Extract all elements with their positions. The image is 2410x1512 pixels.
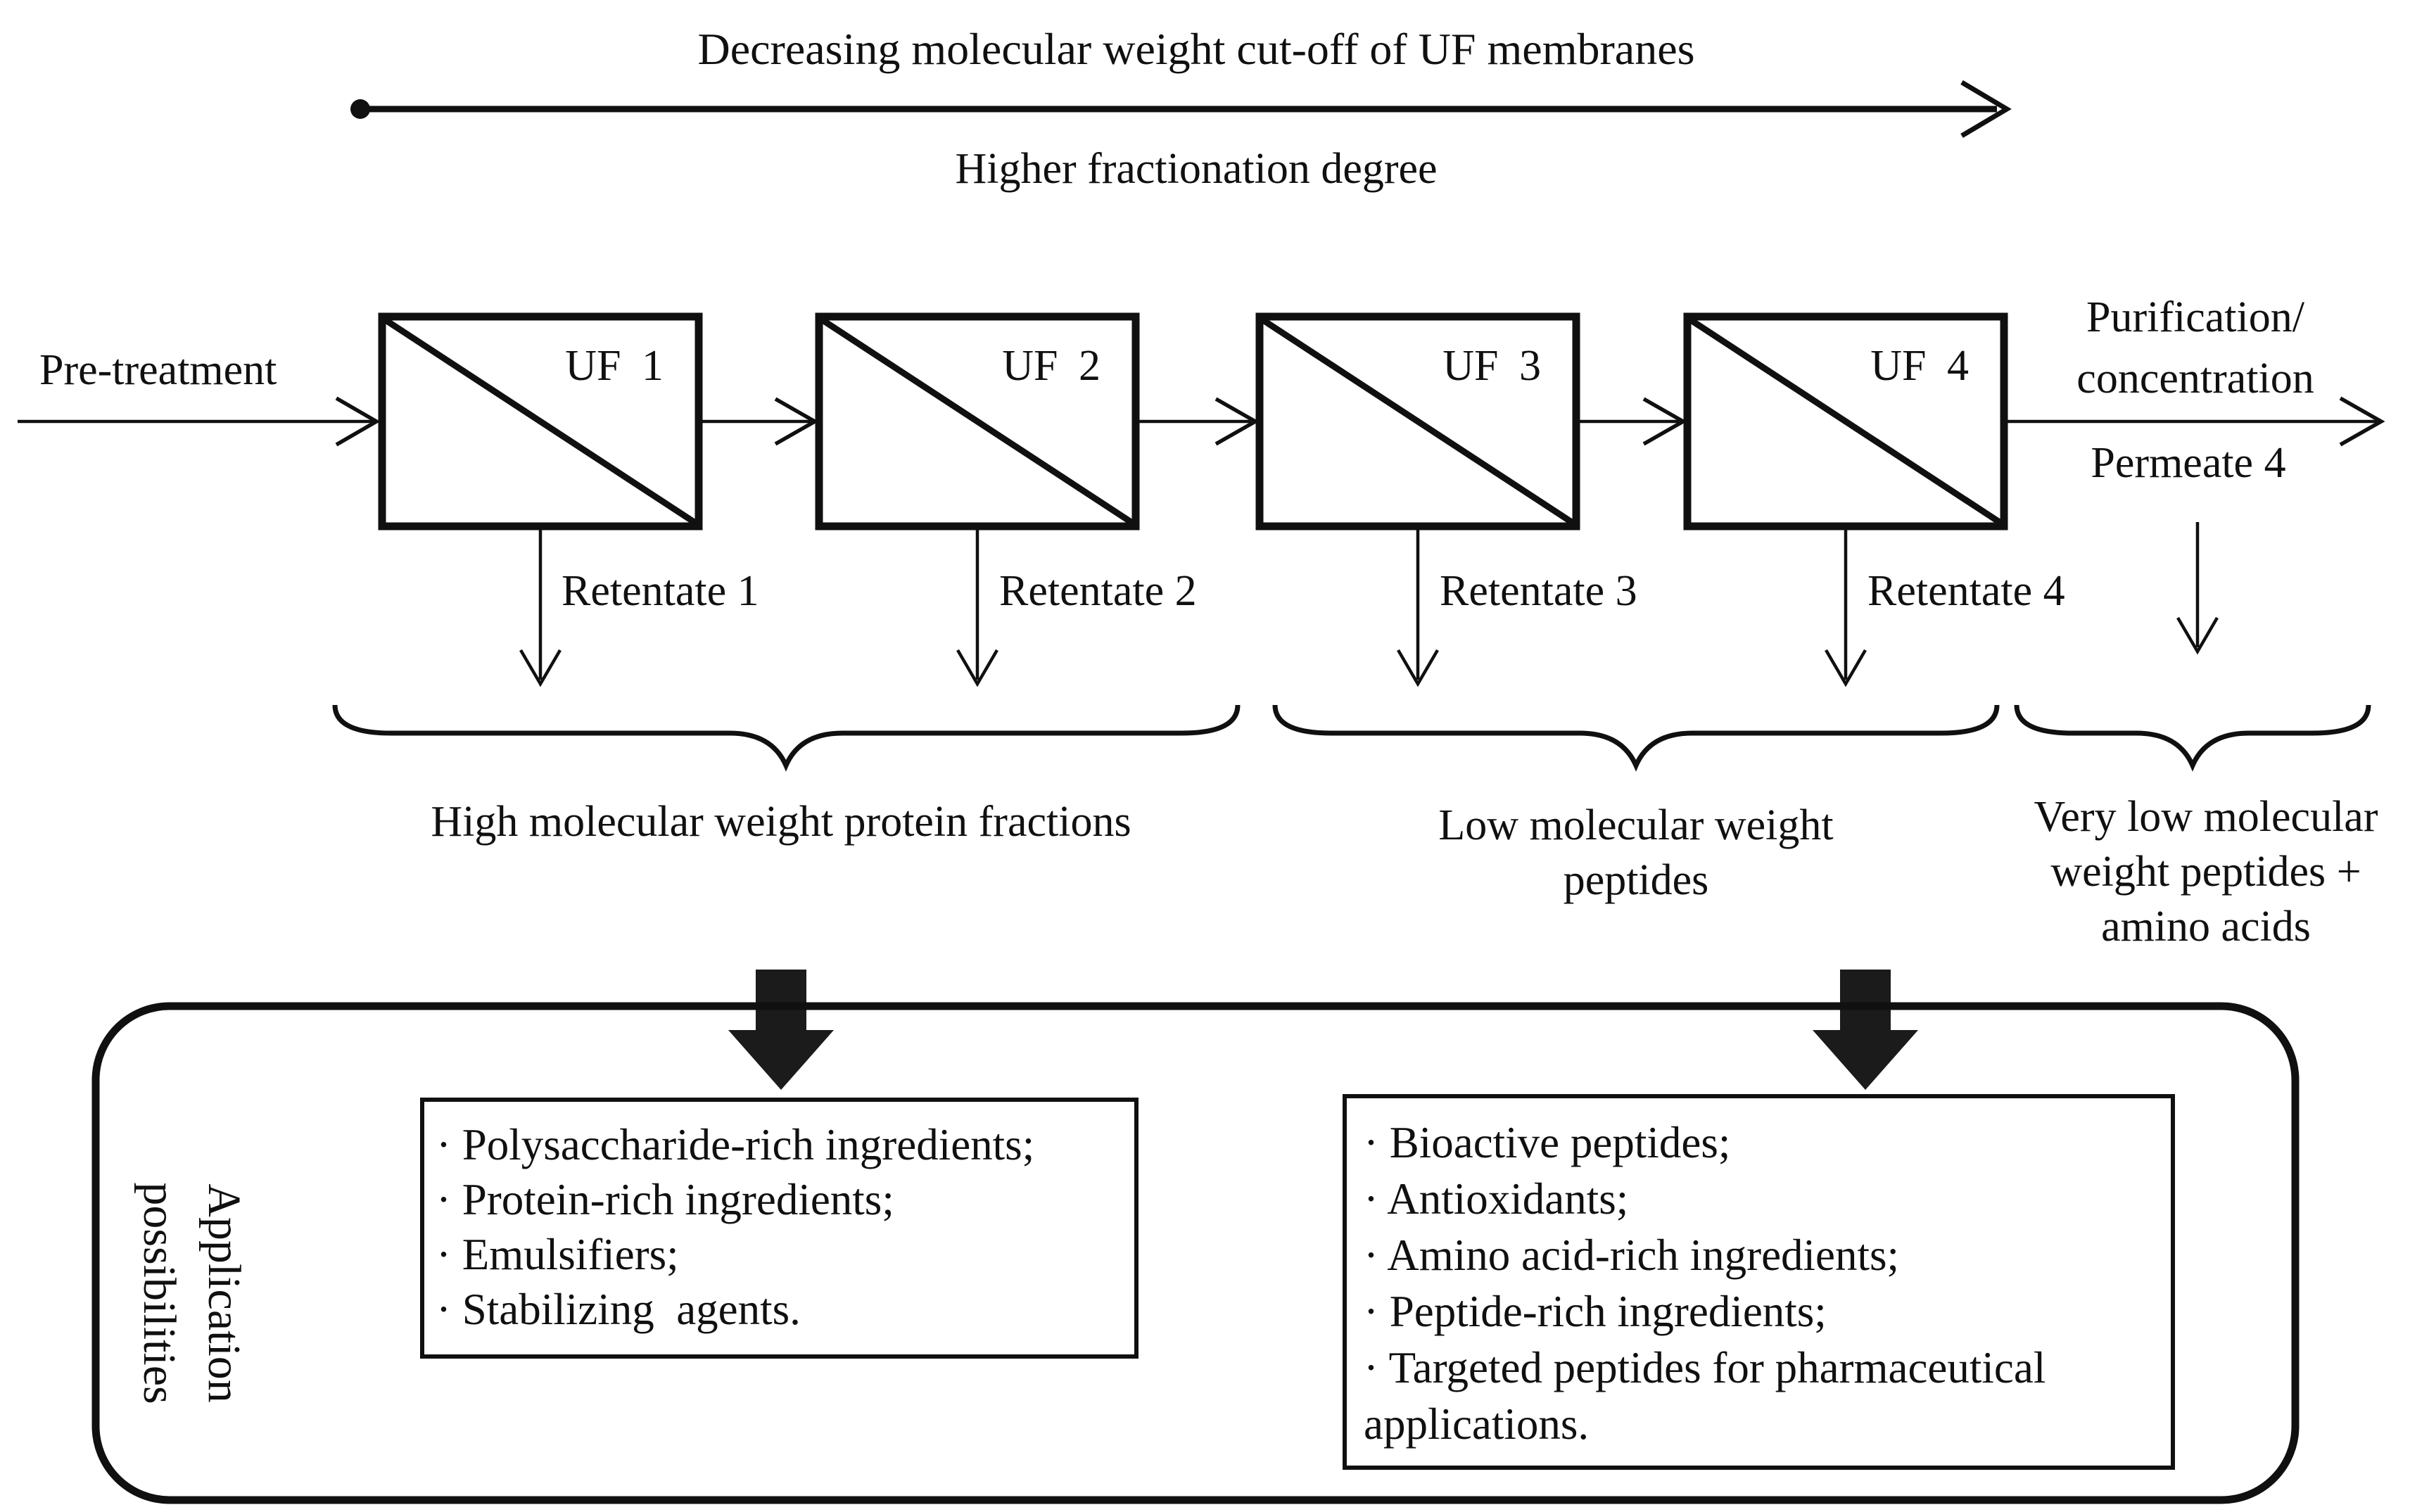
permeate3-arrow bbox=[1576, 397, 1687, 446]
group-braces bbox=[332, 704, 2371, 772]
list-item: · Protein-rich ingredients; bbox=[436, 1175, 894, 1224]
retentate4-arrow bbox=[1825, 529, 1867, 687]
membrane-diagonal bbox=[383, 317, 697, 526]
list-item: · Targeted peptides for pharmaceutical bbox=[1364, 1343, 2046, 1392]
group-label-high-mw: High molecular weight protein fractions bbox=[431, 798, 1131, 846]
application-list-2: · Bioactive peptides; · Antioxidants; · … bbox=[1364, 1114, 2046, 1452]
permeate4-down-arrow bbox=[2176, 522, 2219, 655]
retentate2-arrow bbox=[956, 529, 998, 687]
group-label-very-low-mw: Very low molecular weight peptides + ami… bbox=[2034, 793, 2378, 951]
retentate4-label: Retentate 4 bbox=[1867, 567, 2065, 615]
stream-arrows bbox=[18, 396, 2385, 447]
list-item: · Peptide-rich ingredients; bbox=[1364, 1287, 1827, 1336]
application-box1 bbox=[420, 1098, 1139, 1359]
retentate1-label: Retentate 1 bbox=[562, 567, 759, 615]
application-possibilities-label: Application possibilities bbox=[134, 1182, 250, 1404]
application-list-1: · Polysaccharide-rich ingredients; · Pro… bbox=[436, 1117, 1034, 1337]
retentate2-label: Retentate 2 bbox=[999, 567, 1197, 615]
mwco-axis-arrow bbox=[350, 80, 2012, 139]
application-box2 bbox=[1343, 1094, 2175, 1470]
list-item-continuation: applications. bbox=[1364, 1399, 1590, 1449]
purification-label: Purification/ concentration bbox=[2076, 293, 2314, 402]
uf3-label: UF 3 bbox=[1442, 342, 1541, 390]
retentate3-arrow bbox=[1397, 529, 1439, 687]
application-arrows bbox=[728, 970, 1918, 1090]
application-container bbox=[91, 1002, 2300, 1504]
brace-high-mw bbox=[332, 704, 1241, 772]
block-arrow-right bbox=[1813, 970, 1918, 1090]
axis-subtitle: Higher fractionation degree bbox=[955, 145, 1438, 193]
membrane-diagonal bbox=[820, 317, 1134, 526]
membrane-diagonal bbox=[1689, 317, 2003, 526]
list-item: · Emulsifiers; bbox=[436, 1230, 679, 1279]
permeate2-arrow bbox=[1136, 397, 1260, 446]
uf1-label: UF 1 bbox=[565, 342, 664, 390]
brace-low-mw bbox=[1272, 704, 2000, 772]
list-item: · Bioactive peptides; bbox=[1364, 1118, 1731, 1167]
list-item: · Antioxidants; bbox=[1364, 1174, 1629, 1224]
uf4-box bbox=[1683, 312, 2008, 531]
feed-arrow bbox=[18, 396, 381, 447]
axis-title: Decreasing molecular weight cut-off of U… bbox=[697, 24, 1695, 74]
list-item: · Polysaccharide-rich ingredients; bbox=[436, 1120, 1035, 1169]
list-item: · Stabilizing agents. bbox=[436, 1285, 801, 1334]
brace-very-low-mw bbox=[2014, 704, 2371, 772]
retentate-arrows bbox=[519, 522, 2219, 687]
block-arrow-left bbox=[728, 970, 834, 1090]
uf2-label: UF 2 bbox=[1002, 342, 1101, 390]
permeate1-arrow bbox=[699, 397, 819, 446]
list-item: · Amino acid-rich ingredients; bbox=[1364, 1231, 1900, 1280]
pretreatment-label: Pre-treatment bbox=[39, 346, 277, 394]
axis-arrowhead-icon bbox=[1960, 80, 2012, 139]
membrane-diagonal bbox=[1261, 317, 1575, 526]
permeate4-out-arrow bbox=[2007, 396, 2385, 447]
permeate4-label: Permeate 4 bbox=[2091, 439, 2286, 487]
uf4-label: UF 4 bbox=[1870, 342, 1969, 390]
uf3-box bbox=[1255, 312, 1580, 531]
uf1-box bbox=[378, 312, 703, 531]
group-label-low-mw: Low molecular weight peptides bbox=[1438, 801, 1834, 905]
retentate1-arrow bbox=[519, 529, 562, 687]
retentate3-label: Retentate 3 bbox=[1440, 567, 1637, 615]
